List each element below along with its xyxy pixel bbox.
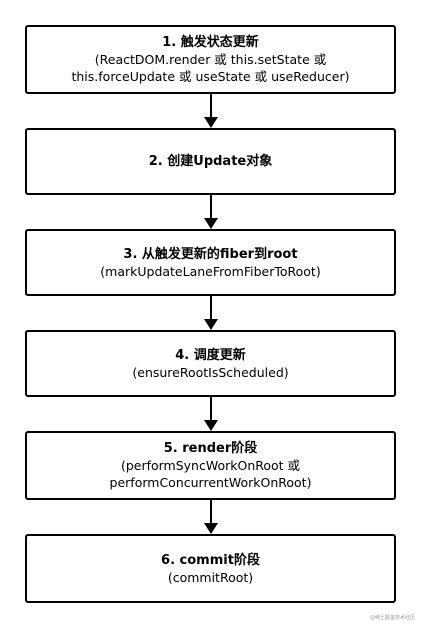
step-detail: (commitRoot): [167, 569, 254, 585]
arrow-head-icon: [204, 117, 218, 128]
arrow-head-icon: [204, 523, 218, 534]
step-detail: performConcurrentWorkOnRoot): [109, 475, 312, 490]
flow-arrow-down: [204, 296, 218, 330]
step-title: 3. 从触发更新的fiber到root: [123, 246, 298, 262]
flow-arrow-down: [204, 195, 218, 229]
arrow-head-icon: [204, 218, 218, 229]
step-create-update-object: 2. 创建Update对象: [25, 128, 396, 195]
arrow-head-icon: [204, 319, 218, 330]
flow-arrow-down: [204, 500, 218, 534]
step-trigger-state-update: 1. 触发状态更新 (ReactDOM.render 或 this.setSta…: [25, 25, 396, 94]
step-fiber-to-root: 3. 从触发更新的fiber到root (markUpdateLaneFromF…: [25, 229, 396, 296]
arrow-shaft: [210, 296, 212, 320]
step-detail: (performSyncWorkOnRoot 或: [120, 458, 301, 473]
step-detail: (ReactDOM.render 或 this.setState 或: [94, 52, 327, 67]
step-detail: (markUpdateLaneFromFiberToRoot): [100, 263, 321, 279]
watermark: @稀土掘金技术社区: [369, 615, 415, 621]
step-detail: (ensureRootIsScheduled): [132, 364, 289, 380]
step-schedule-update: 4. 调度更新 (ensureRootIsScheduled): [25, 330, 396, 397]
step-commit-phase: 6. commit阶段 (commitRoot): [25, 534, 396, 603]
flow-arrow-down: [204, 94, 218, 128]
step-detail: this.forceUpdate 或 useState 或 useReducer…: [71, 69, 350, 84]
step-title: 4. 调度更新: [175, 347, 246, 363]
arrow-head-icon: [204, 420, 218, 431]
step-title: 5. render阶段: [163, 441, 258, 456]
arrow-shaft: [210, 397, 212, 421]
step-title: 1. 触发状态更新: [162, 35, 259, 50]
step-title: 2. 创建Update对象: [148, 154, 273, 169]
step-title: 6. commit阶段: [161, 552, 260, 568]
arrow-shaft: [210, 195, 212, 219]
arrow-shaft: [210, 500, 212, 524]
step-render-phase: 5. render阶段 (performSyncWorkOnRoot 或 per…: [25, 431, 396, 500]
arrow-shaft: [210, 94, 212, 118]
flow-arrow-down: [204, 397, 218, 431]
